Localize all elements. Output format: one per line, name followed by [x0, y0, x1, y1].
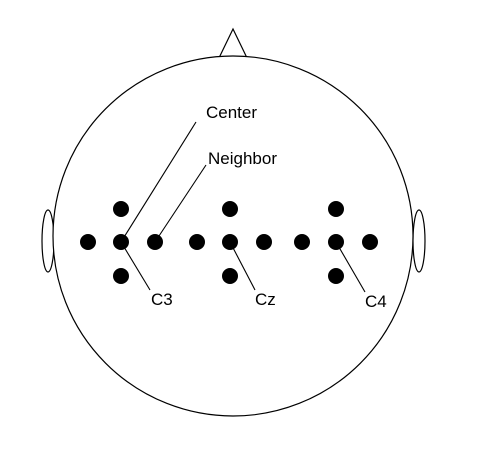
electrode-c4-bottom — [328, 268, 344, 284]
neighbor-leader-line — [154, 164, 207, 243]
electrode-cz-bottom — [222, 268, 238, 284]
cz-label: Cz — [255, 290, 276, 309]
electrode-cz-center — [222, 234, 238, 250]
electrode-c3-center — [113, 234, 129, 250]
nose-shape — [217, 27, 249, 61]
c3-leader-line — [120, 241, 151, 291]
left-ear — [41, 209, 55, 273]
c4-label: C4 — [365, 292, 387, 311]
center-leader-line — [120, 121, 197, 243]
right-ear — [412, 209, 426, 273]
electrode-cluster-c4 — [294, 201, 378, 284]
leader-lines — [120, 121, 366, 293]
electrode-c4-center — [328, 234, 344, 250]
electrode-c3-left — [80, 234, 96, 250]
electrode-cz-right — [256, 234, 272, 250]
electrode-c4-left — [294, 234, 310, 250]
c4-leader-line — [335, 241, 366, 293]
electrode-cluster-c3 — [80, 201, 163, 284]
c3-label: C3 — [151, 290, 173, 309]
electrode-c4-right — [362, 234, 378, 250]
center-label: Center — [206, 103, 257, 122]
electrode-cluster-cz — [189, 201, 272, 284]
electrode-c4-top — [328, 201, 344, 217]
electrode-cz-left — [189, 234, 205, 250]
electrode-c3-right — [147, 234, 163, 250]
cz-leader-line — [229, 241, 256, 291]
electrode-c3-bottom — [113, 268, 129, 284]
neighbor-label: Neighbor — [208, 149, 277, 168]
electrode-cz-top — [222, 201, 238, 217]
electrode-c3-top — [113, 201, 129, 217]
